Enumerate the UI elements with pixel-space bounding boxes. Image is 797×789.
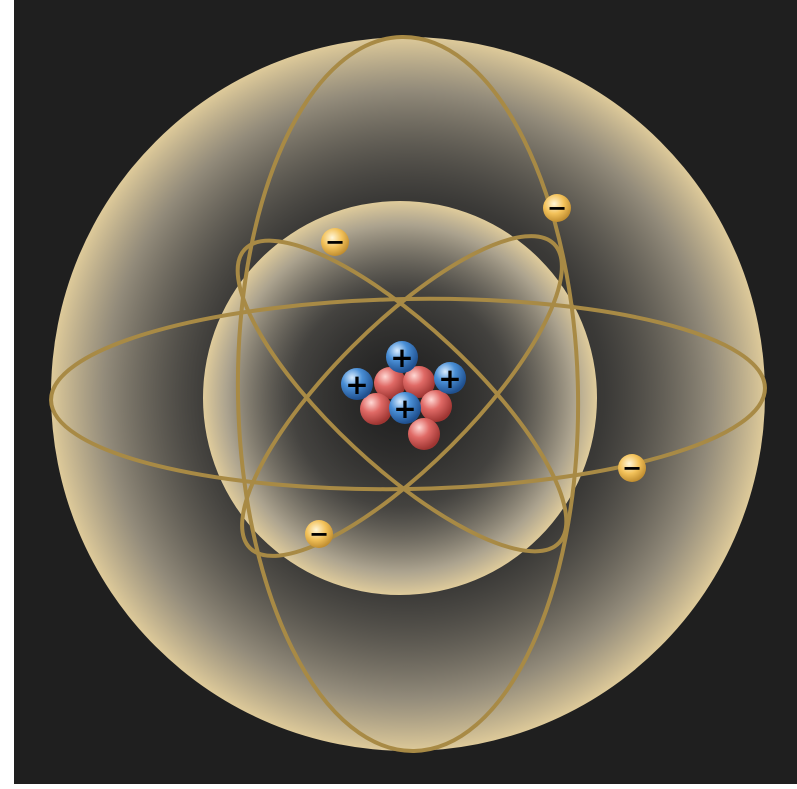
proton-sign: + [345,368,368,401]
proton-sign: + [390,341,413,374]
proton: + [386,341,418,374]
proton: + [389,392,421,425]
proton: + [434,362,466,395]
proton-sign: + [393,392,416,425]
electron-sign: − [547,194,567,222]
electron-sign: − [309,520,329,548]
electron: − [305,520,333,548]
electron: − [321,228,349,256]
proton-sign: + [438,362,461,395]
electron: − [543,194,571,222]
electron-sign: − [622,454,642,482]
electron: − [618,454,646,482]
electron-sign: − [325,228,345,256]
proton: + [341,368,373,401]
